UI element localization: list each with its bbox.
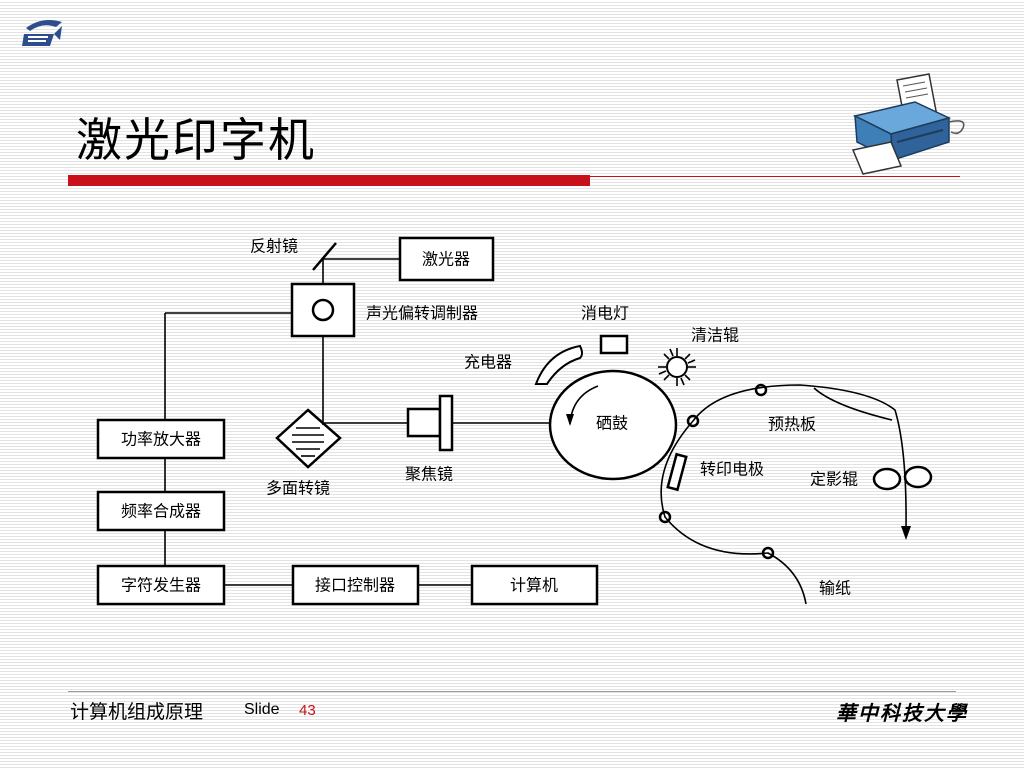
footer-course-title: 计算机组成原理 [70,701,204,723]
title-underline-rule [590,176,960,177]
laser-box [398,236,495,282]
university-logo-icon [22,20,62,46]
footer-university-name: 華中科技大學 [836,701,968,725]
cleaning-roller-label: 清洁辊 [691,326,739,345]
freq-synth-box [96,490,226,532]
paper-feed-label: 输纸 [819,579,851,598]
sun-icon [666,356,688,378]
printer-icon [851,73,965,175]
focus-lens-label: 聚焦镜 [405,465,453,484]
freq-synth-label: 频率合成器 [121,502,201,521]
preheat-plate-label: 预热板 [768,415,816,434]
drum-label: 硒鼓 [596,414,628,433]
laser-label: 激光器 [422,250,470,269]
reflector-label: 反射镜 [250,237,298,256]
charger-label: 充电器 [464,353,512,372]
title-underline-bar [68,175,590,186]
computer-label: 计算机 [510,576,558,595]
computer-box [470,564,599,606]
transfer-electrode-label: 转印电极 [700,460,764,479]
power-amp-label: 功率放大器 [121,430,201,449]
modulator-label: 声光偏转调制器 [366,304,478,323]
footer-slide-number: 43 [299,702,316,719]
char-gen-box [96,564,226,606]
polygon-mirror-label: 多面转镜 [266,479,330,498]
slide-title: 激光印字机 [76,113,316,167]
fuser-roller-label: 定影辊 [810,470,858,489]
footer-slide-label: Slide [244,701,280,718]
char-gen-label: 字符发生器 [121,576,201,595]
power-amp-box [96,418,226,460]
interface-ctrl-box [291,564,420,606]
interface-ctrl-label: 接口控制器 [315,576,395,595]
eraser-lamp-label: 消电灯 [581,304,629,323]
footer-rule [68,691,956,692]
